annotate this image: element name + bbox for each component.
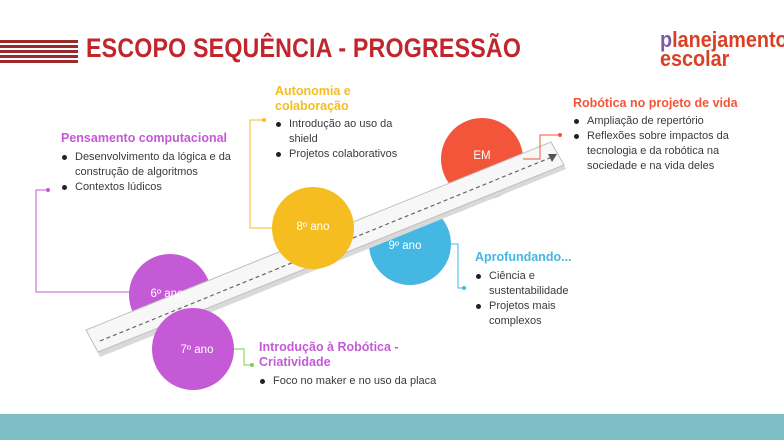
- progression-arrowhead: [548, 154, 557, 162]
- stage-9-ano-bullet: Projetos mais complexos: [475, 299, 595, 329]
- stage-7-ano-bullet: Foco no maker e no uso da placa: [259, 374, 439, 389]
- connector-7-ano: [234, 348, 252, 366]
- stage-em-heading: Robótica no projeto de vida: [573, 96, 738, 110]
- stage-9-ano-heading: Aprofundando...: [475, 250, 572, 264]
- stage-9-ano-text: Aprofundando... Ciência e sustentabilida…: [475, 250, 595, 329]
- label-em: EM: [473, 150, 491, 162]
- title-stripes-decoration: [0, 40, 78, 64]
- logo-line2: escolar: [660, 46, 730, 71]
- connector-9-ano: [451, 243, 464, 289]
- connector-em: [523, 134, 560, 160]
- planejamento-escolar-logo: planejamento escolar: [660, 27, 784, 71]
- stage-8-ano-heading: Autonomia e colaboração: [275, 84, 351, 113]
- logo-initial: p: [660, 27, 673, 52]
- stage-em-bullet: Ampliação de repertório: [573, 114, 753, 129]
- stage-7-ano-text: Introdução à Robótica - Criatividade Foc…: [259, 340, 439, 389]
- label-8-ano: 8º ano: [296, 221, 330, 233]
- label-7-ano: 7º ano: [180, 344, 214, 356]
- stage-9-ano-bullet: Ciência e sustentabilidade: [475, 269, 595, 299]
- stage-8-ano-text: Autonomia e colaboração Introdução ao us…: [275, 84, 420, 162]
- stage-8-ano-bullet: Projetos colaborativos: [275, 147, 420, 162]
- label-6-ano: 6º ano: [150, 288, 184, 300]
- stage-6-ano-bullet: Desenvolvimento da lógica e da construçã…: [61, 150, 251, 180]
- stage-6-ano-heading: Pensamento computacional: [61, 131, 228, 145]
- stage-6-ano-text: Pensamento computacional Desenvolvimento…: [61, 131, 251, 195]
- stage-8-ano-bullet: Introdução ao uso da shield: [275, 117, 420, 147]
- stage-6-ano-bullet: Contextos lúdicos: [61, 180, 251, 195]
- stage-em-text: Robótica no projeto de vida Ampliação de…: [573, 96, 753, 174]
- footer-bar: [0, 414, 784, 440]
- label-9-ano: 9º ano: [388, 240, 422, 252]
- connector-6-ano: [35, 189, 131, 293]
- circle-7-ano: [152, 308, 234, 390]
- logo-line1-rest: lanejamento: [672, 27, 784, 52]
- slide-title: ESCOPO SEQUÊNCIA - PROGRESSÃO: [86, 33, 522, 63]
- stage-em-bullet: Reflexões sobre impactos da tecnologia e…: [573, 129, 753, 174]
- circle-8-ano: [272, 187, 354, 269]
- stage-7-ano-heading: Introdução à Robótica - Criatividade: [259, 340, 399, 369]
- connector-8-ano: [249, 119, 274, 229]
